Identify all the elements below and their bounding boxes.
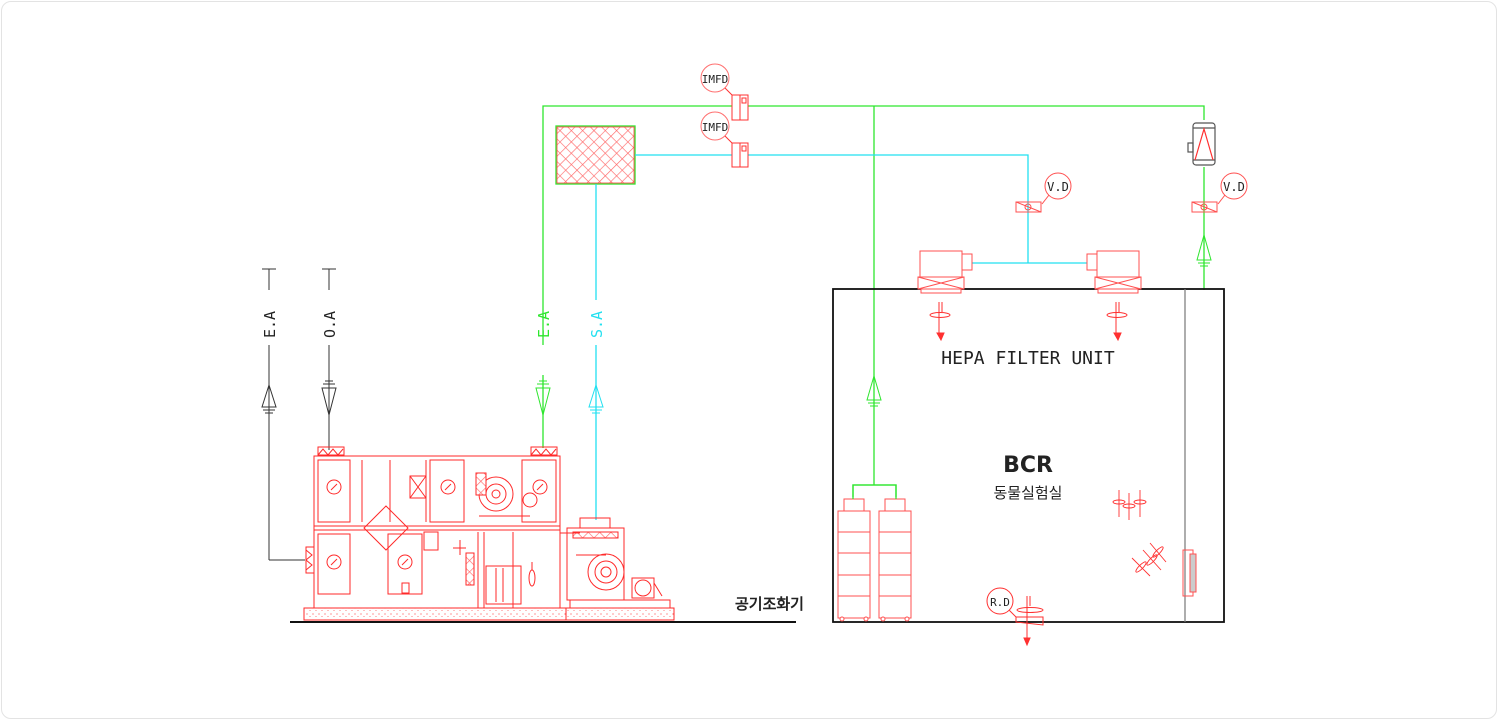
rack-exhaust-branch [852, 484, 897, 499]
outdoor-lines [262, 268, 336, 561]
rd-tag: R.D [990, 596, 1010, 609]
port-label-oa: O.A [321, 311, 339, 338]
exhaust-duct [542, 105, 1205, 497]
rd-damper [986, 587, 1044, 647]
hepa-filter-unit-left [917, 250, 973, 294]
flow-arrow-room-exhaust [866, 374, 882, 407]
port-label-ea-return: E.A [535, 311, 553, 338]
room-name: BCR [1003, 453, 1053, 478]
flow-arrow-vd-exhaust [1196, 233, 1212, 267]
vd-damper-supply [1015, 172, 1072, 213]
room-airflow-arrows-upper [1112, 490, 1147, 520]
room-airflow-arrows-lower [1131, 542, 1167, 577]
filter-box [556, 126, 635, 184]
imfd-damper-exhaust [700, 63, 749, 121]
vd-tag-exhaust: V.D [1223, 180, 1245, 194]
flow-arrow-ea-return [535, 380, 551, 417]
imfd-tag-exhaust: IMFD [702, 73, 729, 86]
diffuser-airflow-right [1106, 302, 1128, 342]
flow-arrow-oa [321, 380, 337, 417]
imfd-damper-supply [700, 111, 749, 168]
animal-cage-rack-right [878, 498, 912, 622]
flow-arrow-sa [588, 383, 604, 414]
supply-duct [595, 154, 1088, 520]
bcr-room [832, 288, 1225, 623]
port-label-sa: S.A [588, 311, 606, 338]
port-label-ea-outside: E.A [261, 311, 279, 338]
animal-cage-rack-left [837, 498, 871, 622]
vd-damper-exhaust [1191, 172, 1248, 213]
vd-tag-supply: V.D [1047, 180, 1069, 194]
ahu-label: 공기조화기 [735, 595, 804, 613]
supply-fan-unit [560, 517, 675, 621]
air-handling-unit [303, 446, 567, 621]
wall-pass-box [1182, 549, 1197, 597]
imfd-tag-supply: IMFD [702, 121, 729, 134]
exhaust-filter-canister [1187, 122, 1216, 166]
hepa-filter-unit-label: HEPA FILTER UNIT [941, 348, 1115, 369]
hepa-filter-unit-right [1086, 250, 1142, 294]
room-subtitle: 동물실험실 [993, 484, 1062, 502]
flow-arrow-ea-outside [261, 383, 277, 414]
diffuser-airflow-left [929, 302, 951, 342]
